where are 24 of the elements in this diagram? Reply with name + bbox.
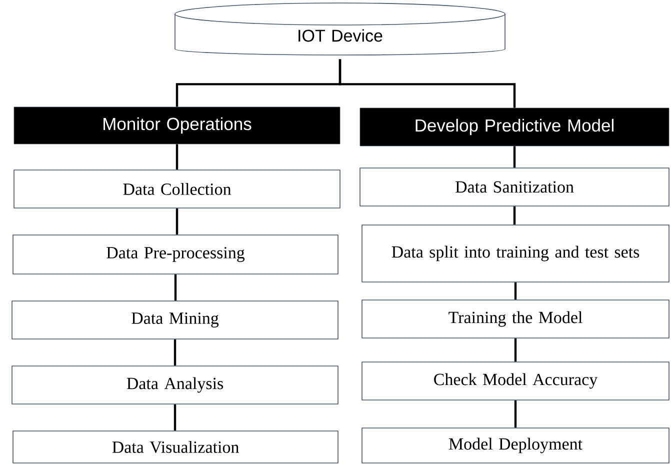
process-box: Data split into training and test sets [362,224,670,282]
process-box: Data Mining [12,300,338,340]
connector-line [174,274,177,301]
process-box: Data Visualization [12,430,338,464]
connector-line [514,282,517,300]
header-box: Develop Predictive Model [360,108,670,146]
header-box: Monitor Operations [14,106,340,144]
device-cylinder: IOT Device [174,2,506,56]
connector-line [174,404,176,431]
connector-line [513,146,516,168]
process-box: Data Sanitization [360,168,670,206]
process-box: Data Collection [14,170,340,208]
process-box: Check Model Accuracy [362,362,670,400]
connector-line [174,339,176,366]
connector-line [513,206,516,225]
connector-line [176,144,178,170]
process-box: Model Deployment [362,428,670,464]
connector-line [338,59,516,108]
process-box: Data Analysis [12,366,338,404]
connector-line [514,338,517,362]
process-box: Training the Model [362,300,670,338]
process-box: Data Pre-processing [12,234,338,274]
connector-line [176,208,178,235]
connector-line [514,400,517,428]
